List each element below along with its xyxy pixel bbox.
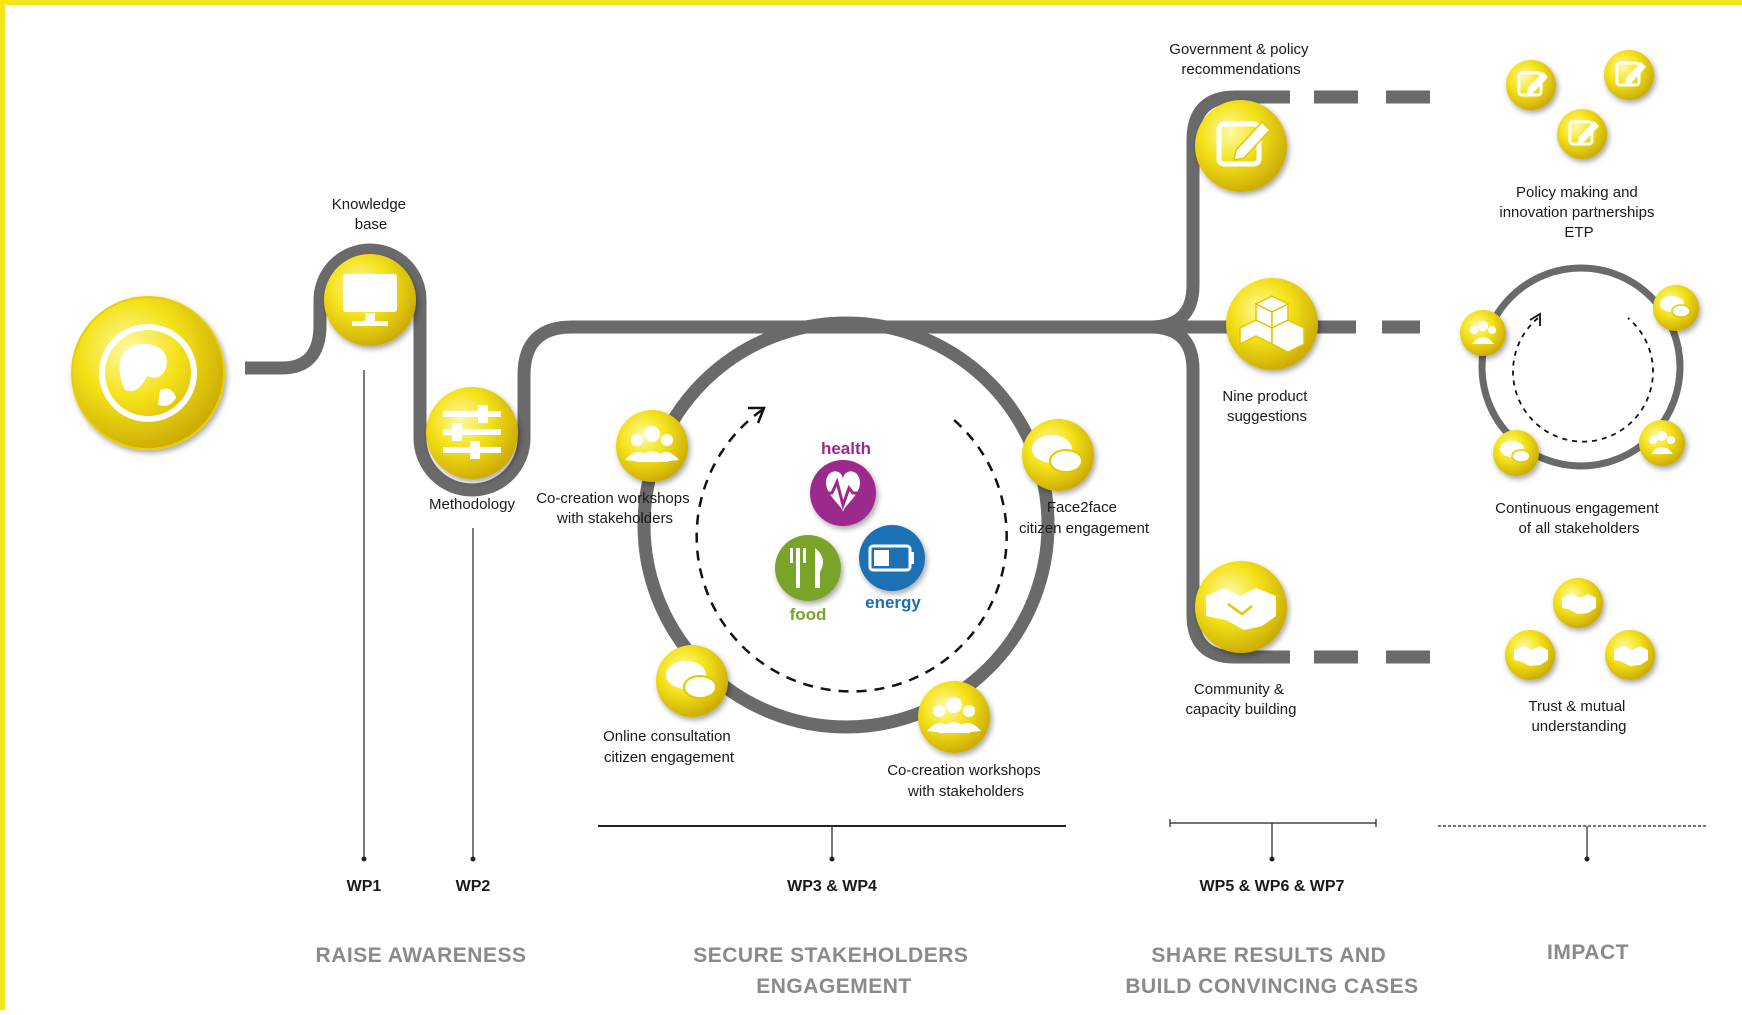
pencil-icon bbox=[1216, 120, 1272, 167]
topic-food-label: food bbox=[790, 605, 827, 624]
main-track bbox=[245, 90, 1290, 734]
node-cocreation-bottom bbox=[918, 681, 990, 753]
handshake-icon bbox=[1206, 588, 1276, 630]
phase-impact: IMPACT bbox=[1547, 941, 1629, 964]
pencil-icon bbox=[1604, 50, 1654, 100]
phase-secure-engagement: SECURE STAKEHOLDERS ENGAGEMENT bbox=[693, 944, 974, 998]
phase-share-results: SHARE RESULTS AND BUILD CONVINCING CASES bbox=[1125, 944, 1418, 998]
pencil-icon bbox=[1557, 109, 1607, 159]
node-community bbox=[1195, 561, 1287, 653]
cutlery-icon bbox=[775, 535, 841, 601]
handshake-icon bbox=[1505, 630, 1555, 680]
node-government bbox=[1195, 100, 1287, 192]
wp3-wp4-label: WP3 & WP4 bbox=[787, 878, 877, 895]
people-icon bbox=[625, 426, 679, 462]
node-knowledge-base bbox=[324, 254, 416, 346]
impact-trust-icons bbox=[1505, 578, 1655, 680]
people-icon bbox=[1460, 310, 1506, 356]
label-face2face: Face2face citizen engagement bbox=[1019, 499, 1150, 537]
topic-health: health bbox=[810, 439, 876, 526]
chat-icon bbox=[1493, 430, 1539, 476]
label-impact-policy: Policy making and innovation partnership… bbox=[1499, 184, 1658, 241]
start-node bbox=[71, 296, 225, 450]
topic-food: food bbox=[775, 535, 841, 624]
label-impact-engagement: Continuous engagement of all stakeholder… bbox=[1495, 500, 1663, 537]
wp1-label: WP1 bbox=[347, 878, 382, 895]
label-knowledge-base: Knowledge base bbox=[332, 196, 410, 233]
node-face2face bbox=[1022, 419, 1094, 491]
node-methodology bbox=[426, 387, 518, 479]
chat-icon bbox=[666, 661, 717, 699]
node-cocreation-top bbox=[616, 410, 688, 482]
cycle-arrow bbox=[695, 408, 1008, 693]
handshake-icon bbox=[1605, 630, 1655, 680]
impact-engagement-cycle bbox=[1460, 264, 1699, 476]
topic-health-label: health bbox=[821, 439, 871, 458]
cycle-arrowhead bbox=[748, 406, 766, 424]
people-icon bbox=[927, 697, 981, 733]
label-methodology: Methodology bbox=[429, 496, 515, 513]
wp5-wp6-wp7-label: WP5 & WP6 & WP7 bbox=[1200, 878, 1345, 895]
phase-raise-awareness: RAISE AWARENESS bbox=[316, 944, 527, 967]
node-nine-product bbox=[1226, 278, 1318, 370]
label-online: Online consultation citizen engagement bbox=[603, 728, 735, 766]
label-nine-product: Nine product suggestions bbox=[1222, 388, 1311, 425]
label-cocreation-bottom: Co-creation workshops with stakeholders bbox=[887, 762, 1045, 800]
topic-energy-label: energy bbox=[865, 593, 921, 612]
battery-icon bbox=[859, 525, 925, 591]
wp2-label: WP2 bbox=[456, 878, 491, 895]
label-cocreation-top: Co-creation workshops with stakeholders bbox=[536, 490, 694, 527]
topic-energy: energy bbox=[859, 525, 925, 612]
cubes-icon bbox=[1239, 295, 1305, 353]
label-government: Government & policy recommendations bbox=[1169, 41, 1312, 78]
impact-connectors bbox=[1314, 90, 1430, 664]
chat-icon bbox=[1032, 435, 1083, 473]
people-icon bbox=[1639, 420, 1685, 466]
handshake-icon bbox=[1553, 578, 1603, 628]
impact-policy-icons bbox=[1506, 50, 1654, 159]
label-community: Community & capacity building bbox=[1186, 681, 1297, 718]
globe-icon bbox=[99, 324, 197, 422]
sliders-icon bbox=[443, 405, 501, 459]
node-online bbox=[656, 645, 728, 717]
chat-icon bbox=[1653, 285, 1699, 331]
wp-brackets bbox=[361, 370, 1706, 862]
monitor-icon bbox=[343, 274, 397, 326]
pencil-icon bbox=[1506, 60, 1556, 110]
label-impact-trust: Trust & mutual understanding bbox=[1528, 698, 1629, 735]
